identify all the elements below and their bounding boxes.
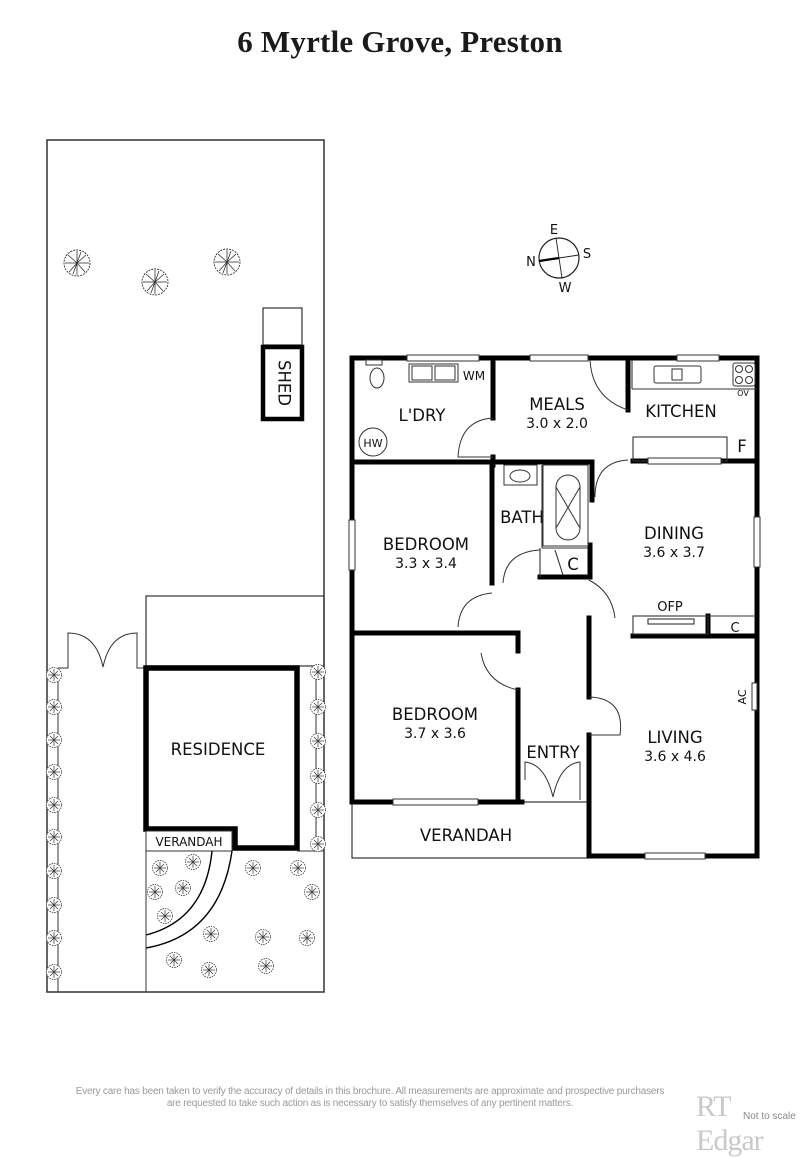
meals-label: MEALS xyxy=(529,395,585,414)
residence-outline xyxy=(143,665,300,851)
bedroom2-size: 3.7 x 3.6 xyxy=(404,726,466,742)
dining-cupboard-label: C xyxy=(730,621,739,636)
tree-icon xyxy=(213,248,241,276)
verandah-label: VERANDAH xyxy=(420,826,512,845)
lot-boundary xyxy=(46,139,325,993)
compass-icon: E N S W xyxy=(526,223,591,296)
bedroom1-size: 3.3 x 3.4 xyxy=(395,556,457,572)
shed-annex xyxy=(262,307,303,346)
brand-logo: RT Edgar xyxy=(696,1090,764,1157)
bedroom2-label: BEDROOM xyxy=(392,705,478,724)
tree-icon xyxy=(141,268,169,296)
tree-icon xyxy=(63,249,91,277)
site-verandah-label: VERANDAH xyxy=(155,835,222,849)
floor-plan: SHED RESIDENCE VERANDAH xyxy=(46,139,761,993)
oven-label: OV xyxy=(737,389,749,398)
site-plan: SHED RESIDENCE VERANDAH xyxy=(46,139,326,993)
ofp-label: OFP xyxy=(657,600,683,615)
living-size: 3.6 x 4.6 xyxy=(644,749,706,765)
bath-label: BATH xyxy=(500,508,544,527)
compass-s: S xyxy=(583,247,591,262)
kitchen-label: KITCHEN xyxy=(645,402,717,421)
compass-e: E xyxy=(550,223,558,238)
entry-label: ENTRY xyxy=(526,743,580,762)
bath-cupboard-label: C xyxy=(567,555,579,574)
laundry-label: L'DRY xyxy=(399,406,447,425)
meals-size: 3.0 x 2.0 xyxy=(526,416,588,432)
ac-label: AC xyxy=(736,689,749,704)
scale-note: Not to scale xyxy=(743,1111,796,1122)
disclaimer-line2: are requested to take such action as is … xyxy=(166,1098,574,1109)
hw-label: HW xyxy=(363,437,382,450)
page-title: 6 Myrtle Grove, Preston xyxy=(237,24,563,59)
residence-label: RESIDENCE xyxy=(171,740,266,759)
disclaimer-line1: Every care has been taken to verify the … xyxy=(75,1086,665,1097)
disclaimer: Every care has been taken to verify the … xyxy=(60,1086,680,1110)
compass-n: N xyxy=(526,255,536,270)
house-plan: L'DRY MEALS 3.0 x 2.0 KITCHEN BEDROOM 3.… xyxy=(348,354,761,860)
garden-shrubs xyxy=(147,854,320,978)
shed xyxy=(260,344,305,422)
dining-label: DINING xyxy=(644,524,704,543)
living-label: LIVING xyxy=(647,728,702,747)
wm-label: WM xyxy=(463,369,485,383)
bedroom1-label: BEDROOM xyxy=(383,535,469,554)
fridge-label: F xyxy=(737,437,747,456)
hedge-left xyxy=(46,667,62,980)
compass-w: W xyxy=(559,281,572,296)
dining-size: 3.6 x 3.7 xyxy=(643,545,705,561)
shed-label: SHED xyxy=(275,360,294,406)
